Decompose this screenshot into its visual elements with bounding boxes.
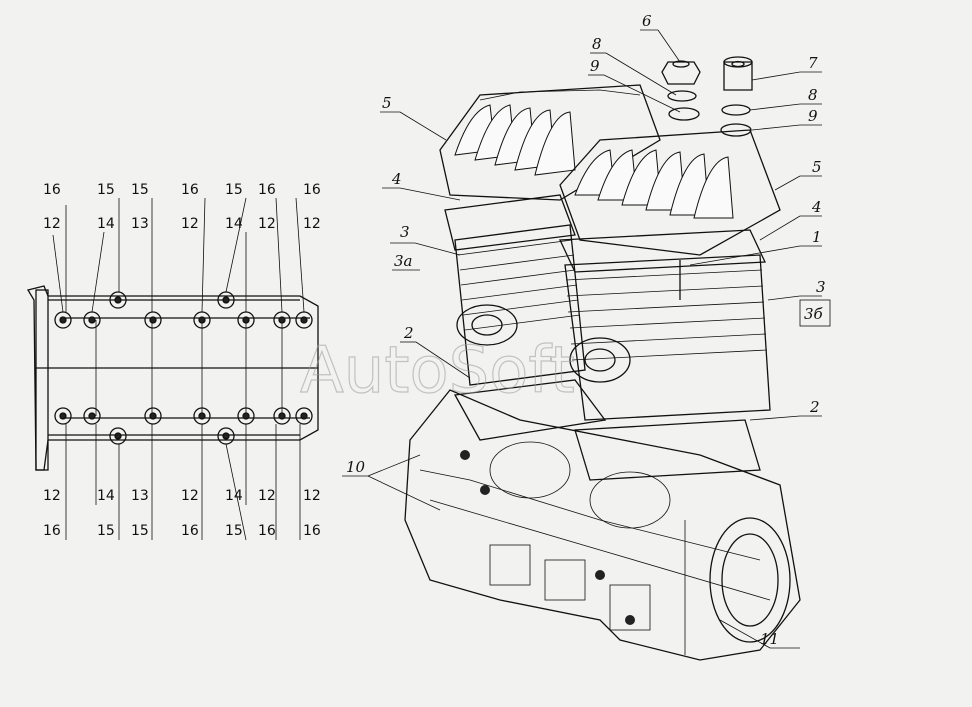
callout-4: 4: [811, 198, 822, 216]
callout-10: 10: [346, 458, 366, 476]
label: 13: [131, 488, 149, 504]
callout-labels: 6 8 9 7 8 9 5 4 3 3а 5 4 1 3 3б 2 2 10 1…: [346, 12, 831, 648]
top-labels-row2: 12 14 13 12 14 12 12: [43, 216, 321, 232]
callout-9: 9: [808, 107, 818, 125]
washer-9a: [668, 107, 700, 121]
label: 15: [97, 182, 115, 198]
top-labels-row1: 16 15 15 16 15 16 16: [43, 182, 321, 198]
gasket-right: [574, 419, 761, 481]
label: 15: [131, 523, 149, 539]
cylinder-right: [559, 229, 771, 421]
callout-6: 6: [642, 12, 652, 30]
gasket-left: [453, 379, 607, 441]
cylinder-head-left: [439, 84, 661, 201]
label: 16: [258, 523, 276, 539]
callout-3: 3: [400, 223, 410, 241]
nut-7: [723, 56, 753, 91]
label: 16: [258, 182, 276, 198]
label: 12: [258, 216, 276, 232]
label: 15: [225, 523, 243, 539]
callout-2: 2: [403, 324, 414, 342]
callout-4: 4: [391, 170, 402, 188]
label: 15: [225, 182, 243, 198]
callout-3a: 3а: [394, 252, 413, 270]
callout-11: 11: [760, 630, 779, 648]
label: 16: [303, 523, 321, 539]
callout-5: 5: [812, 158, 822, 176]
label: 15: [97, 523, 115, 539]
label: 13: [131, 216, 149, 232]
spring-washer-8a: [667, 90, 697, 102]
bolt-pattern-view: 16 15 15 16 15 16 16 12 14 13 12 14 12 1…: [26, 182, 321, 541]
label: 16: [303, 182, 321, 198]
callout-5: 5: [382, 94, 392, 112]
callout-8: 8: [808, 86, 818, 104]
cylinder-head-right: [559, 129, 781, 300]
label: 12: [181, 216, 199, 232]
engine-exploded-view: 6 8 9 7 8 9 5 4 3 3а 5 4 1 3 3б 2 2 10 1…: [342, 12, 831, 661]
crankcase: [404, 389, 801, 661]
watermark: AutoSoft: [300, 334, 575, 408]
label: 16: [181, 523, 199, 539]
bottom-labels-row2: 16 15 15 16 15 16 16: [43, 523, 321, 539]
label: 16: [43, 182, 61, 198]
label: 14: [97, 488, 115, 504]
spring-washer-8b: [721, 104, 751, 116]
bottom-labels-row1: 12 14 13 12 14 12 12: [43, 488, 321, 504]
label: 14: [225, 216, 243, 232]
label: 14: [225, 488, 243, 504]
cylinder-left: [444, 194, 586, 386]
label: 12: [43, 488, 61, 504]
callout-9: 9: [590, 57, 600, 75]
label: 12: [258, 488, 276, 504]
label: 12: [303, 488, 321, 504]
leader-lines: [342, 29, 822, 649]
callout-3b: 3б: [804, 305, 824, 323]
callout-3: 3: [816, 278, 826, 296]
label: 12: [43, 216, 61, 232]
callout-7: 7: [808, 54, 818, 72]
callout-2: 2: [809, 398, 820, 416]
label: 15: [131, 182, 149, 198]
callout-1: 1: [812, 228, 822, 246]
label: 16: [181, 182, 199, 198]
washer-9b: [720, 123, 752, 137]
label: 16: [43, 523, 61, 539]
label: 12: [303, 216, 321, 232]
label: 14: [97, 216, 115, 232]
callout-8: 8: [592, 35, 602, 53]
nut-6: [661, 60, 701, 85]
label: 12: [181, 488, 199, 504]
